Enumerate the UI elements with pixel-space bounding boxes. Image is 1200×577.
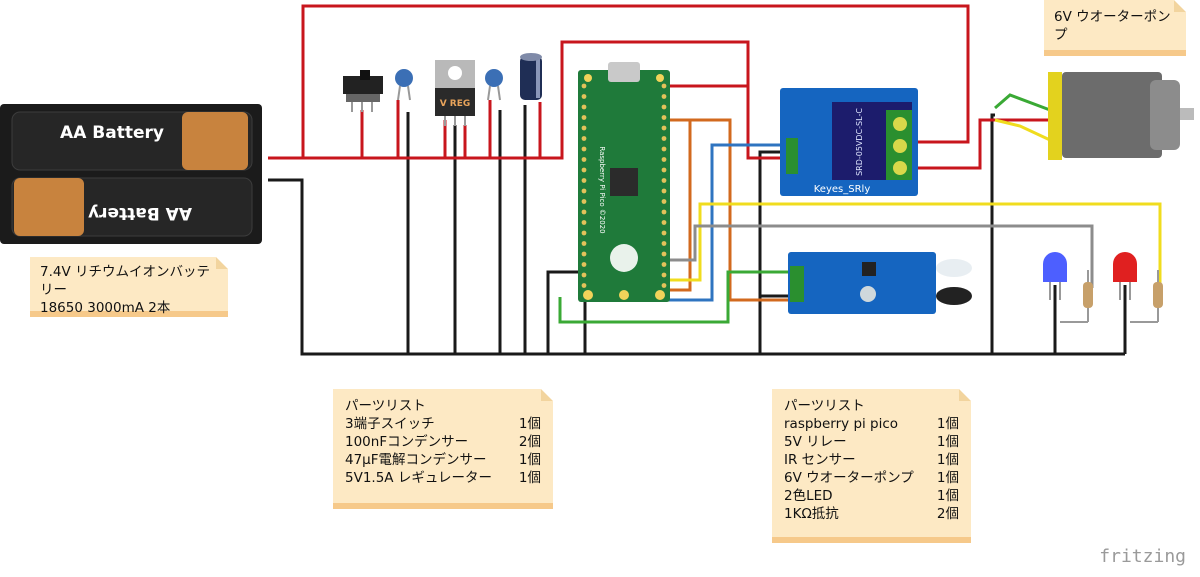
- relay-label: Keyes_SRly: [814, 184, 871, 195]
- regulator-label: V REG: [440, 99, 471, 109]
- ceramic-capacitor-1: [395, 69, 413, 101]
- electrolytic-capacitor: [520, 53, 542, 100]
- signal-wires: [558, 93, 1162, 324]
- black-wires: [268, 105, 1127, 356]
- battery-note: 7.4V リチウムイオンバッテリー 18650 3000mA 2本: [30, 257, 228, 317]
- pico-pin: [661, 104, 667, 110]
- pico-pin: [581, 199, 587, 204]
- pico-pin: [581, 283, 587, 288]
- pico-pin: [661, 115, 667, 120]
- pico-pin: [661, 146, 667, 152]
- pico-pin: [581, 125, 587, 131]
- voltage-regulator: V REG: [435, 60, 475, 126]
- pico-pin: [661, 220, 667, 225]
- main-parts-title: パーツリスト: [784, 398, 865, 414]
- pico-pin: [581, 157, 587, 162]
- pico-pin: [661, 188, 667, 194]
- pump-note: 6V ウオーターポンプ: [1044, 0, 1186, 56]
- pico-pin: [581, 241, 587, 246]
- pico-pin: [661, 262, 667, 267]
- led-blue: [1043, 252, 1067, 300]
- battery-note-line2: 18650 3000mA 2本: [40, 300, 171, 316]
- battery-label-bottom: AA Battery: [88, 203, 192, 223]
- pico-pin: [581, 94, 587, 99]
- pico-pin: [581, 178, 587, 183]
- pico-pin: [581, 272, 587, 278]
- battery-holder: AA Battery AA Battery: [0, 104, 262, 244]
- pico-pin: [661, 83, 667, 89]
- pico-pin: [661, 167, 667, 173]
- pico-pin: [661, 230, 667, 236]
- ir-sensor-module: [788, 252, 972, 314]
- water-pump-motor: [1048, 72, 1194, 160]
- pico-pin: [581, 188, 587, 194]
- led-red: [1113, 252, 1137, 300]
- pico-pin: [661, 283, 667, 288]
- resistor-2: [1130, 270, 1163, 323]
- pico-pin: [661, 209, 667, 215]
- power-parts-title: パーツリスト: [345, 398, 426, 414]
- ceramic-capacitor-2: [485, 69, 503, 101]
- pico-pin: [581, 230, 587, 236]
- red-wires: [268, 4, 1050, 170]
- battery-note-line1: 7.4V リチウムイオンバッテリー: [40, 264, 210, 298]
- pico-pin: [661, 251, 667, 257]
- pico-pin: [661, 241, 667, 246]
- battery-label-top: AA Battery: [60, 123, 164, 143]
- pico-pin: [661, 272, 667, 278]
- pico-pin: [661, 199, 667, 204]
- pico-pin: [581, 167, 587, 173]
- pico-pin: [581, 146, 587, 152]
- pump-note-text: 6V ウオーターポンプ: [1054, 9, 1171, 43]
- pico-pin: [661, 136, 667, 141]
- fritzing-logo: fritzing: [1099, 546, 1186, 567]
- pico-pin: [661, 178, 667, 183]
- resistor-1: [1060, 270, 1093, 323]
- pico-pin: [581, 83, 587, 89]
- pico-pin: [581, 209, 587, 215]
- pico-label: Raspberry Pi Pico ©2020: [598, 146, 606, 233]
- pico-pin: [581, 136, 587, 141]
- pico-pin: [581, 104, 587, 110]
- slide-switch: [343, 70, 383, 112]
- pico-pin: [581, 251, 587, 257]
- pico-pin: [581, 262, 587, 267]
- pico-pin: [581, 115, 587, 120]
- pico-pin: [661, 94, 667, 99]
- raspberry-pi-pico: Raspberry Pi Pico ©2020: [578, 62, 670, 302]
- pico-pin: [661, 125, 667, 131]
- relay-part-label: SRD-05VDC-SL-C: [855, 108, 864, 176]
- pico-pin: [581, 220, 587, 225]
- relay-module: SRD-05VDC-SL-C Keyes_SRly: [780, 88, 918, 196]
- pico-pin: [661, 157, 667, 162]
